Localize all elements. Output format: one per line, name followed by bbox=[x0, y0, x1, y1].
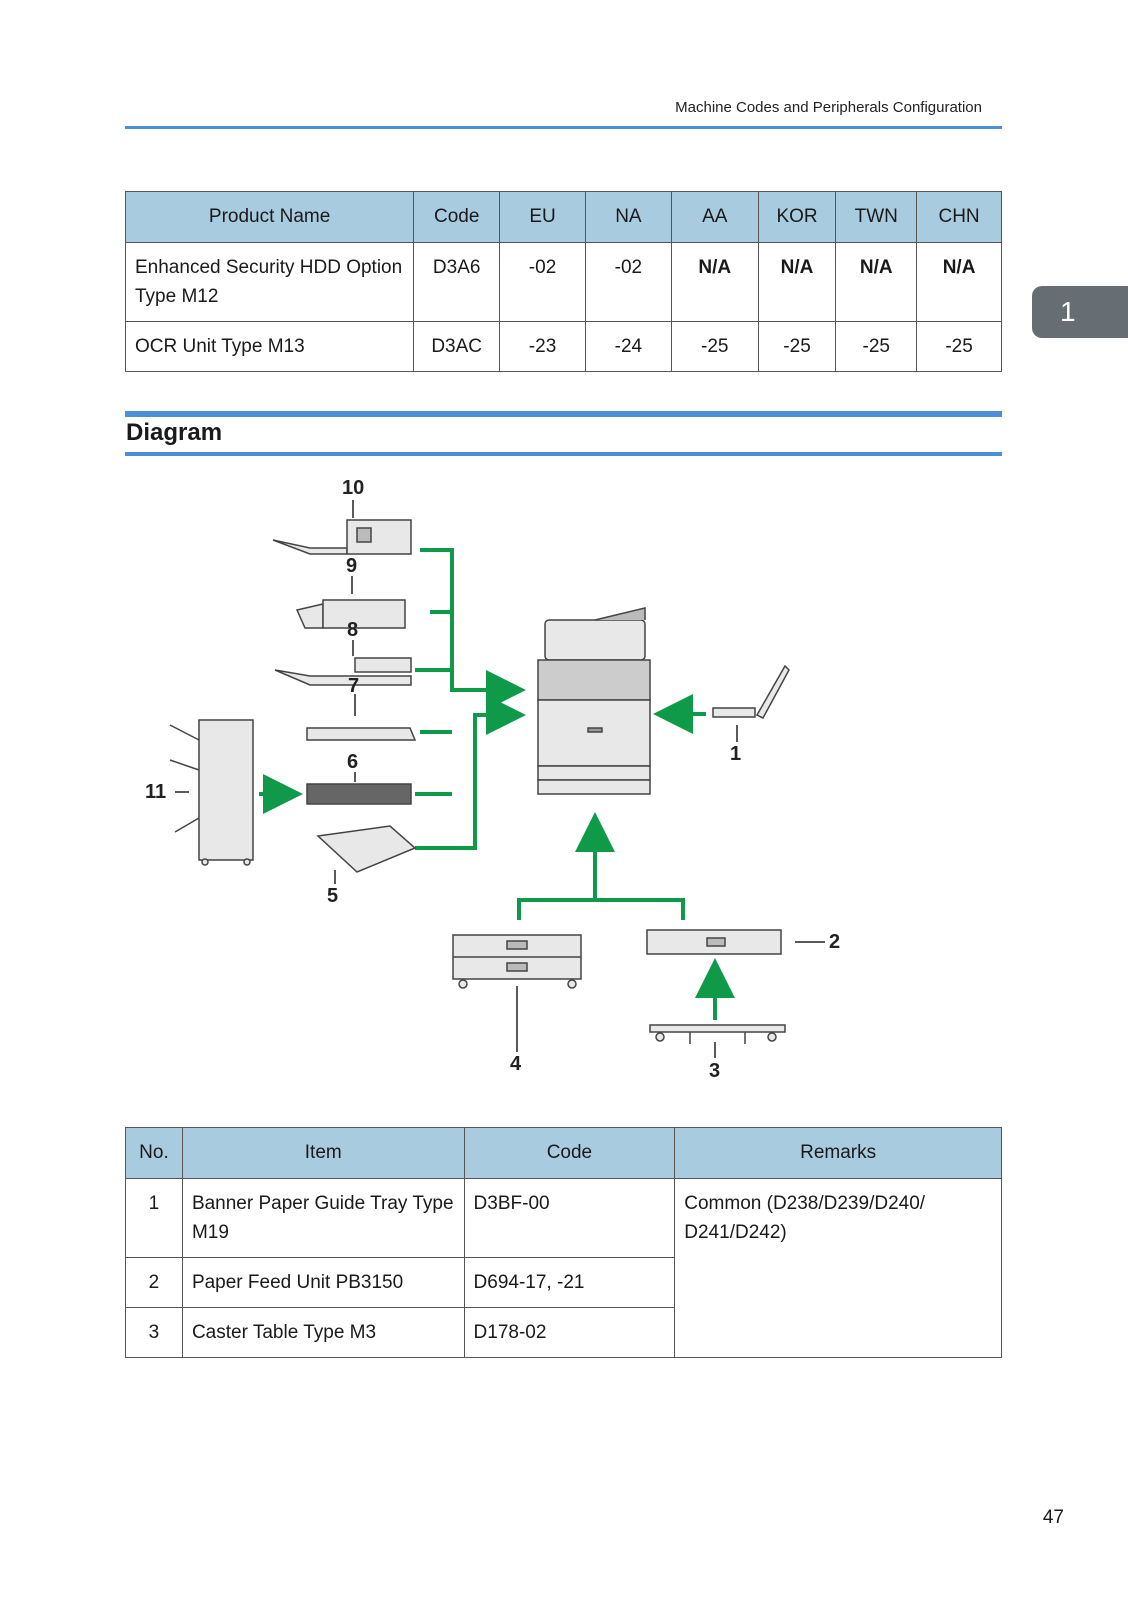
column-header: Code bbox=[413, 191, 501, 243]
table-cell: D694-17, -21 bbox=[463, 1257, 676, 1308]
section-rule-bottom bbox=[125, 452, 1002, 456]
table-cell: 1 bbox=[125, 1178, 183, 1258]
finisher-unit-6 bbox=[306, 783, 412, 805]
table-row: OCR Unit Type M13 D3AC -23 -24 -25 -25 -… bbox=[124, 321, 1002, 372]
table-cell: Paper Feed Unit PB3150 bbox=[181, 1257, 465, 1308]
column-header: NA bbox=[584, 191, 672, 243]
internal-tray-7 bbox=[306, 727, 417, 741]
callout-6: 6 bbox=[347, 751, 358, 773]
table-cell: -25 bbox=[916, 321, 1002, 372]
banner-paper-tray bbox=[712, 664, 790, 719]
table-cell: Caster Table Type M3 bbox=[181, 1307, 465, 1358]
remarks-cell: Common (D238/D239/D240/ D241/D242) bbox=[674, 1178, 1002, 1358]
internal-finisher-9 bbox=[295, 599, 406, 629]
section-rule-top bbox=[125, 411, 1002, 417]
column-header: TWN bbox=[835, 191, 918, 243]
table-cell: N/A bbox=[916, 242, 1002, 322]
callout-leaders bbox=[175, 500, 825, 1058]
table-cell: -23 bbox=[499, 321, 586, 372]
table-header-row: No. Item Code Remarks bbox=[125, 1127, 1002, 1179]
callout-8: 8 bbox=[347, 619, 358, 641]
table-cell: -24 bbox=[584, 321, 672, 372]
table-row: 2 Paper Feed Unit PB3150 D694-17, -21 bbox=[125, 1257, 1002, 1308]
column-header: Code bbox=[463, 1127, 676, 1179]
table-cell: D3AC bbox=[413, 321, 501, 372]
table-cell: N/A bbox=[835, 242, 918, 322]
table-cell: -25 bbox=[757, 321, 837, 372]
callout-10: 10 bbox=[342, 477, 364, 499]
items-table: No. Item Code Remarks 1 Banner Paper Gui… bbox=[125, 1127, 1002, 1358]
callout-1: 1 bbox=[730, 743, 741, 765]
table-cell: D3A6 bbox=[413, 242, 501, 322]
main-copier bbox=[537, 607, 651, 795]
column-header: Item bbox=[181, 1127, 465, 1179]
column-header: Remarks bbox=[674, 1127, 1002, 1179]
internal-finisher-8 bbox=[274, 657, 412, 686]
table-cell: -02 bbox=[584, 242, 672, 322]
table-cell: N/A bbox=[757, 242, 837, 322]
callout-3: 3 bbox=[709, 1060, 720, 1082]
table-cell: N/A bbox=[670, 242, 759, 322]
internal-finisher-10 bbox=[272, 519, 412, 555]
table-cell: -25 bbox=[835, 321, 918, 372]
page-number: 47 bbox=[1042, 1507, 1064, 1528]
callout-9: 9 bbox=[346, 555, 357, 577]
product-code-table: Product Name Code EU NA AA KOR TWN CHN E… bbox=[124, 191, 1002, 372]
table-row: 1 Banner Paper Guide Tray Type M19 D3BF-… bbox=[125, 1178, 1002, 1358]
column-header: KOR bbox=[757, 191, 837, 243]
floor-finisher-11 bbox=[169, 719, 254, 866]
column-header: AA bbox=[670, 191, 759, 243]
connection-arrows bbox=[259, 548, 735, 1020]
table-cell: Enhanced Security HDD Option Type M12 bbox=[124, 242, 415, 322]
table-row: 3 Caster Table Type M3 D178-02 bbox=[125, 1307, 1002, 1358]
callout-11: 11 bbox=[145, 781, 166, 803]
table-cell: -25 bbox=[670, 321, 759, 372]
column-header: CHN bbox=[916, 191, 1002, 243]
column-header: No. bbox=[125, 1127, 183, 1179]
table-cell: Banner Paper Guide Tray Type M19 bbox=[181, 1178, 465, 1258]
paper-feed-unit bbox=[646, 929, 782, 955]
table-row: Enhanced Security HDD Option Type M12 D3… bbox=[124, 242, 1002, 322]
section-title: Diagram bbox=[126, 419, 223, 446]
callout-4: 4 bbox=[510, 1053, 522, 1075]
caster-table bbox=[649, 1024, 786, 1044]
table-cell: D3BF-00 bbox=[463, 1178, 676, 1258]
running-header: Machine Codes and Peripherals Configurat… bbox=[675, 99, 982, 116]
chapter-tab[interactable]: 1 bbox=[1032, 286, 1128, 338]
peripherals-diagram: 10 9 8 7 6 5 11 1 2 4 3 bbox=[145, 477, 840, 1082]
table-cell: -02 bbox=[499, 242, 586, 322]
two-tray-paper-feed-unit bbox=[452, 934, 582, 989]
callout-5: 5 bbox=[327, 885, 338, 907]
callout-2: 2 bbox=[829, 931, 840, 953]
table-cell: 3 bbox=[125, 1307, 183, 1358]
column-header: EU bbox=[499, 191, 586, 243]
table-cell: 2 bbox=[125, 1257, 183, 1308]
table-header-row: Product Name Code EU NA AA KOR TWN CHN bbox=[124, 191, 1002, 243]
output-tray-5 bbox=[316, 825, 417, 873]
table-cell: D178-02 bbox=[463, 1307, 676, 1358]
column-header: Product Name bbox=[124, 191, 415, 243]
callout-7: 7 bbox=[348, 675, 359, 697]
header-rule bbox=[125, 126, 1002, 129]
table-cell: OCR Unit Type M13 bbox=[124, 321, 415, 372]
